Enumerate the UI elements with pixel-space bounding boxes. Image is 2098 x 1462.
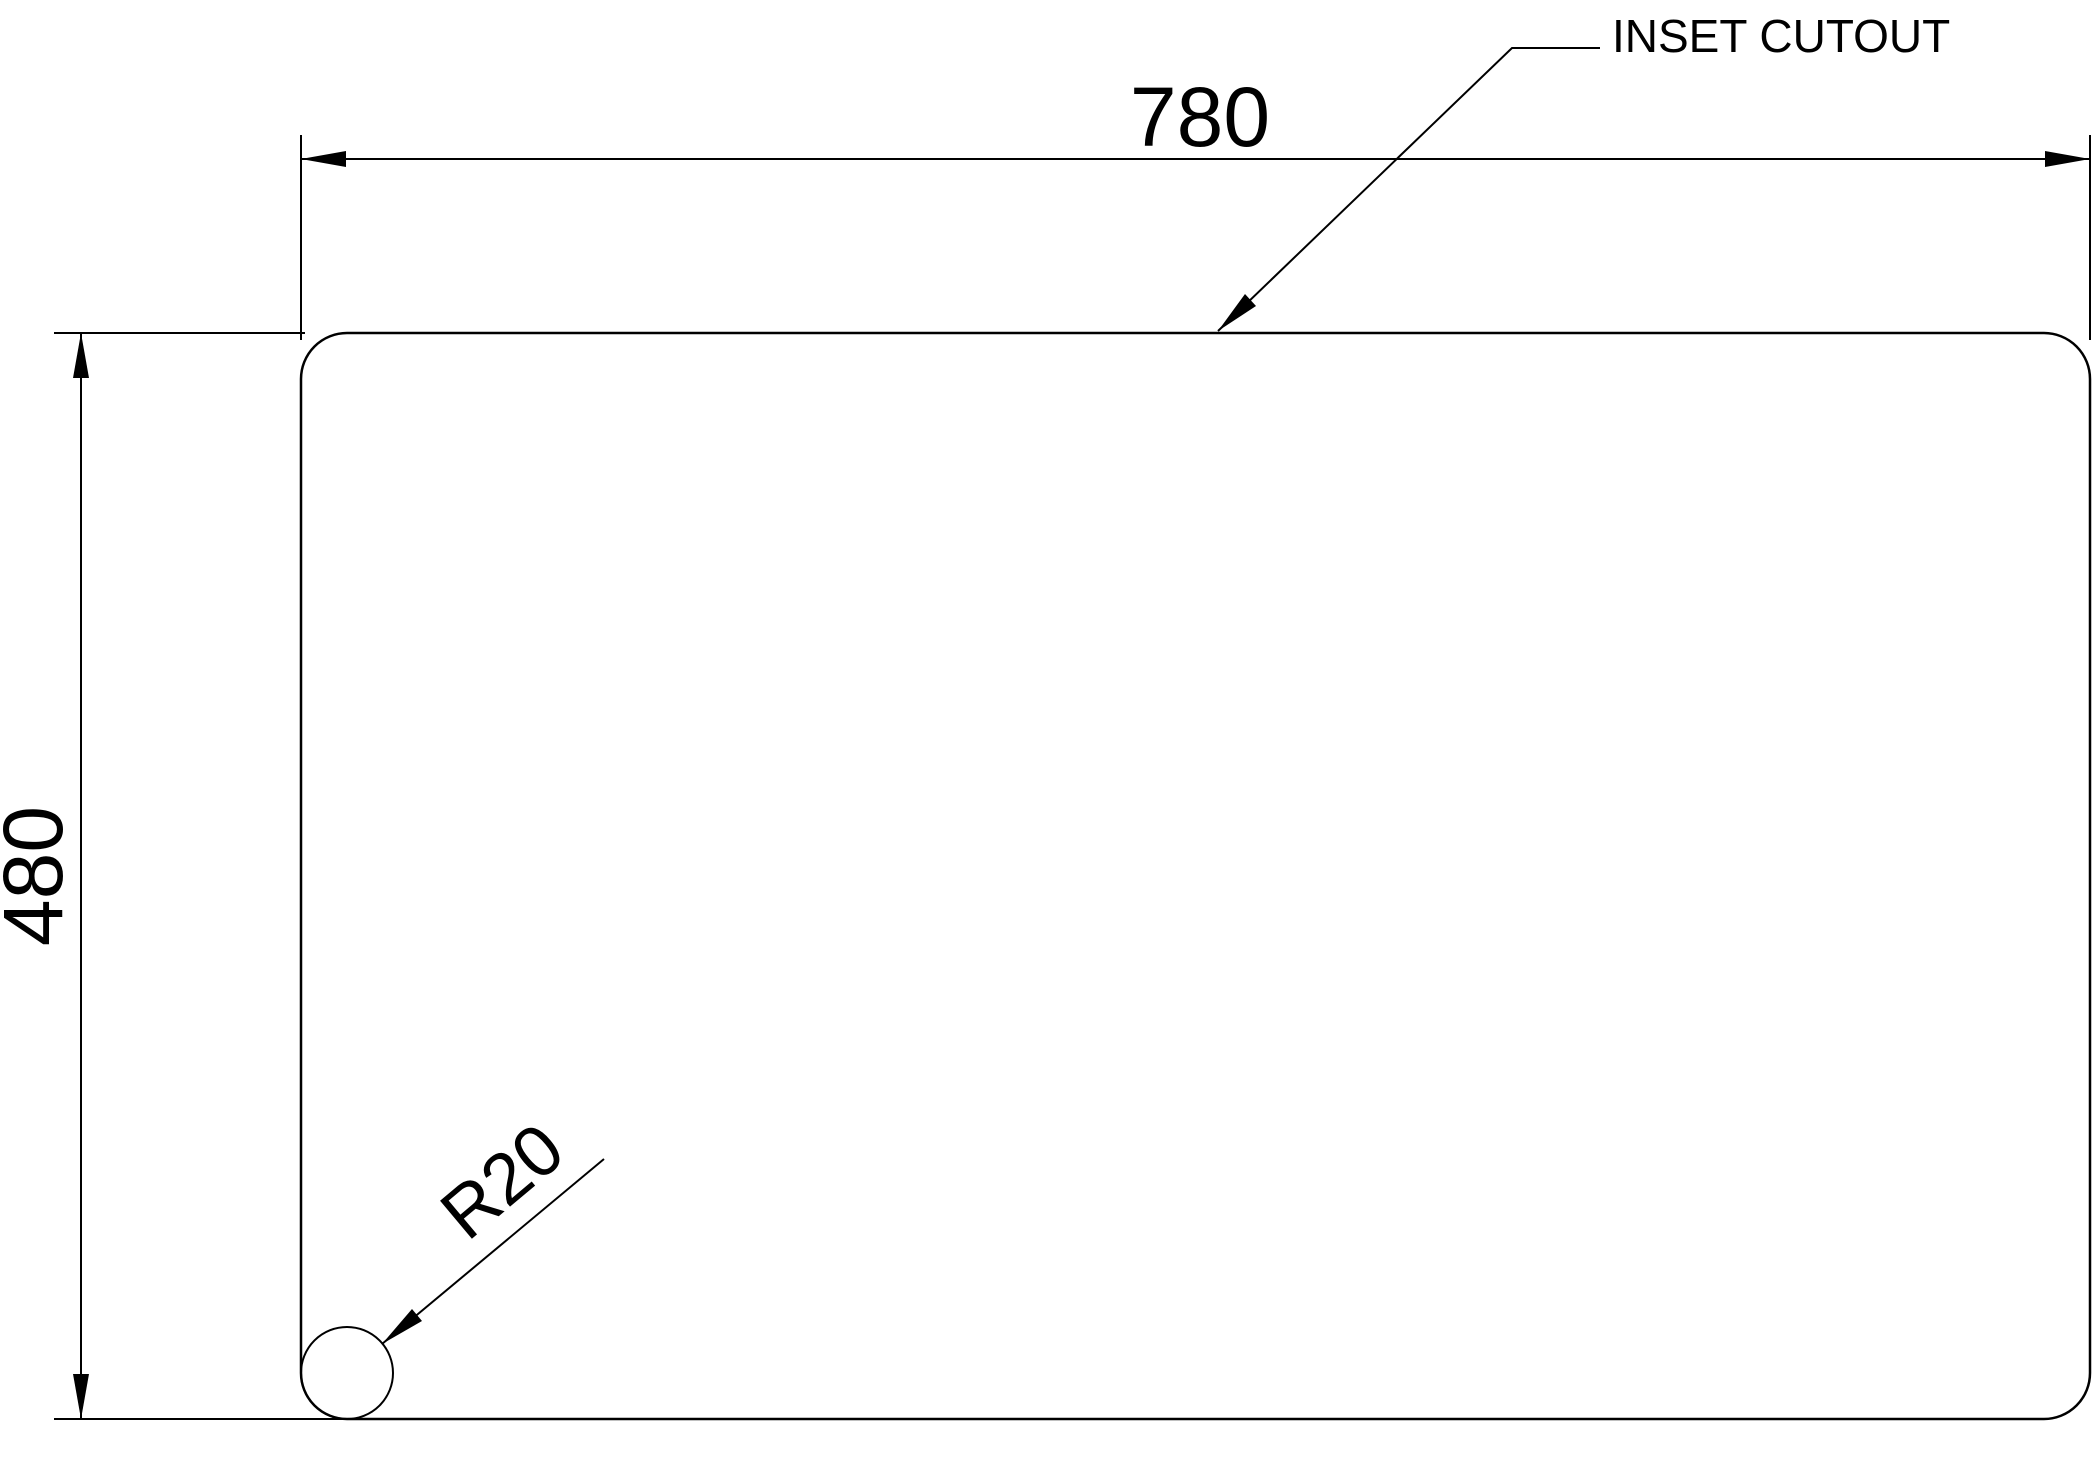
arrowhead-up-icon — [73, 333, 89, 378]
inset-cutout-callout: INSET CUTOUT — [1217, 10, 1950, 332]
width-dimension: 780 — [300, 70, 2091, 340]
callout-label: INSET CUTOUT — [1612, 10, 1950, 62]
width-dimension-label: 780 — [1130, 70, 1270, 164]
arrowhead-right-icon — [2045, 151, 2090, 167]
radius-label: R20 — [426, 1109, 579, 1255]
radius-callout: R20 — [381, 1109, 605, 1345]
corner-radius-circle — [300, 1326, 394, 1420]
inset-cutout-outline — [299, 331, 2092, 1421]
callout-leader-line — [1217, 47, 1600, 332]
height-dimension-label: 480 — [0, 806, 80, 946]
arrowhead-down-icon — [73, 1374, 89, 1419]
radius-leader-line — [381, 1158, 605, 1345]
callout-arrowhead-icon — [1218, 294, 1256, 331]
radius-arrowhead-icon — [382, 1309, 422, 1344]
height-dimension: 480 — [0, 332, 352, 1420]
arrowhead-left-icon — [301, 151, 346, 167]
